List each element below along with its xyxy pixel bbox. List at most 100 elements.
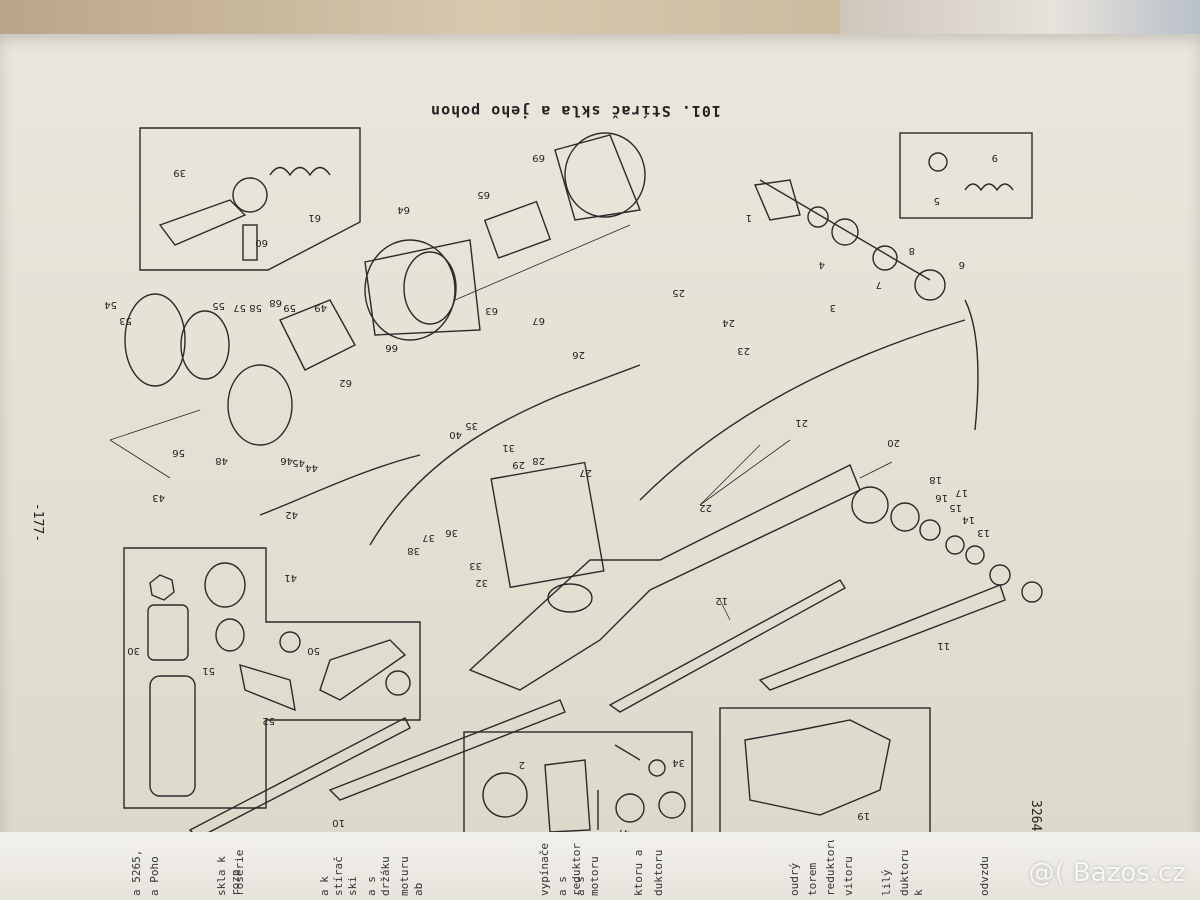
background-cloth [840,0,1200,40]
label-29: 29 [512,459,525,470]
under-text-5: a k stírač ski [318,856,359,896]
label-7: 7 [876,279,882,290]
figure-caption: 101. Stírač skla a jeho pohon [430,102,721,120]
label-52: 52 [262,715,275,726]
label-19: 19 [857,810,870,821]
label-50: 50 [307,645,320,656]
nut-31 [149,574,175,601]
under-text-11: ktoru a [632,849,645,896]
spring-61 [269,166,331,177]
worm-gear [180,310,230,380]
wiper-arm-11 [758,584,1006,691]
label-34: 34 [672,757,685,768]
inset-box-bracket-parts [123,547,421,809]
label-68: 68 [269,297,282,308]
inset-box-hub-parts [463,731,693,839]
label-66: 66 [385,342,398,353]
page-number: -177- [30,502,46,543]
underlying-page [0,832,1200,900]
label-54: 54 [104,299,117,310]
label-32: 32 [475,577,488,588]
label-11: 11 [937,640,950,651]
hub-2 [482,772,528,818]
label-38: 38 [407,545,420,556]
watermark-logo: @( Bazos.cz [1029,858,1187,888]
inset-box-clip [719,707,931,847]
pivot-bush-1 [753,179,801,221]
label-20: 20 [887,437,900,448]
under-text-8: vypínače [538,843,551,896]
label-4: 4 [819,259,825,270]
label-12: 12 [715,595,728,606]
label-64: 64 [397,204,410,215]
wiper-blade-10 [188,717,411,839]
label-58: 58 [249,302,262,313]
label-69: 69 [532,152,545,163]
rod-26 [369,364,641,546]
link-29 [319,639,407,701]
label-65: 65 [477,189,490,200]
disc-52 [204,562,246,608]
label-62: 62 [339,377,352,388]
inset-box-small-parts [899,132,1033,219]
label-63: 63 [485,305,498,316]
bracket-plate [468,464,861,691]
label-43: 43 [152,492,165,503]
label-27: 27 [579,467,592,478]
under-text-1: a 5265, [130,849,143,896]
under-text-13: oudrý [788,862,801,896]
label-3: 3 [830,302,836,313]
label-33: 33 [469,560,482,571]
label-39: 39 [173,167,186,178]
motor-cover [564,132,646,218]
label-24: 24 [722,317,735,328]
label-49: 49 [314,302,327,313]
rod-43 [259,454,421,516]
label-10: 10 [332,817,345,828]
under-text-19: odvzdu [978,856,991,896]
label-6: 6 [959,259,965,270]
label-45: 45 [292,457,305,468]
under-text-15: reduktoru [824,840,837,896]
label-41: 41 [284,572,297,583]
label-36: 36 [445,527,458,538]
label-14: 14 [962,514,975,525]
part-labels: 1 2 3 4 5 6 7 8 9 10 11 12 13 14 15 16 1… [104,152,998,838]
label-37: 37 [422,532,435,543]
wiper-arm-left [328,699,566,801]
label-23: 23 [737,345,750,356]
under-text-4: rosérie [233,849,246,896]
ball-5 [928,152,948,172]
label-44: 44 [305,462,318,473]
label-60: 60 [255,237,268,248]
label-5: 5 [934,195,940,206]
spindle-nut-20 [851,486,889,524]
clamp-8 [544,759,591,833]
bolt-32 [239,663,296,712]
gasket-62 [279,299,356,371]
under-text-14: torem [806,862,819,896]
label-59: 59 [283,302,296,313]
under-text-16: vitoru [842,856,855,896]
label-28: 28 [532,455,545,466]
label-17: 17 [955,487,968,498]
label-48: 48 [215,455,228,466]
label-25: 25 [672,287,685,298]
cap-nut-8 [1021,581,1043,603]
under-text-17: lilý [880,869,893,897]
spring-6 [964,183,1014,192]
label-18: 18 [929,474,942,485]
label-13: 13 [977,527,990,538]
label-35: 35 [465,420,478,431]
label-51: 51 [202,665,215,676]
gear-housing [227,364,293,446]
under-text-6: a s držáku [365,856,392,896]
cable-tube [639,319,966,501]
label-55: 55 [212,300,225,311]
under-text-7: moturu ab [398,856,425,896]
label-22: 22 [699,502,712,513]
label-26: 26 [572,349,585,360]
label-42: 42 [285,509,298,520]
label-53: 53 [119,315,132,326]
